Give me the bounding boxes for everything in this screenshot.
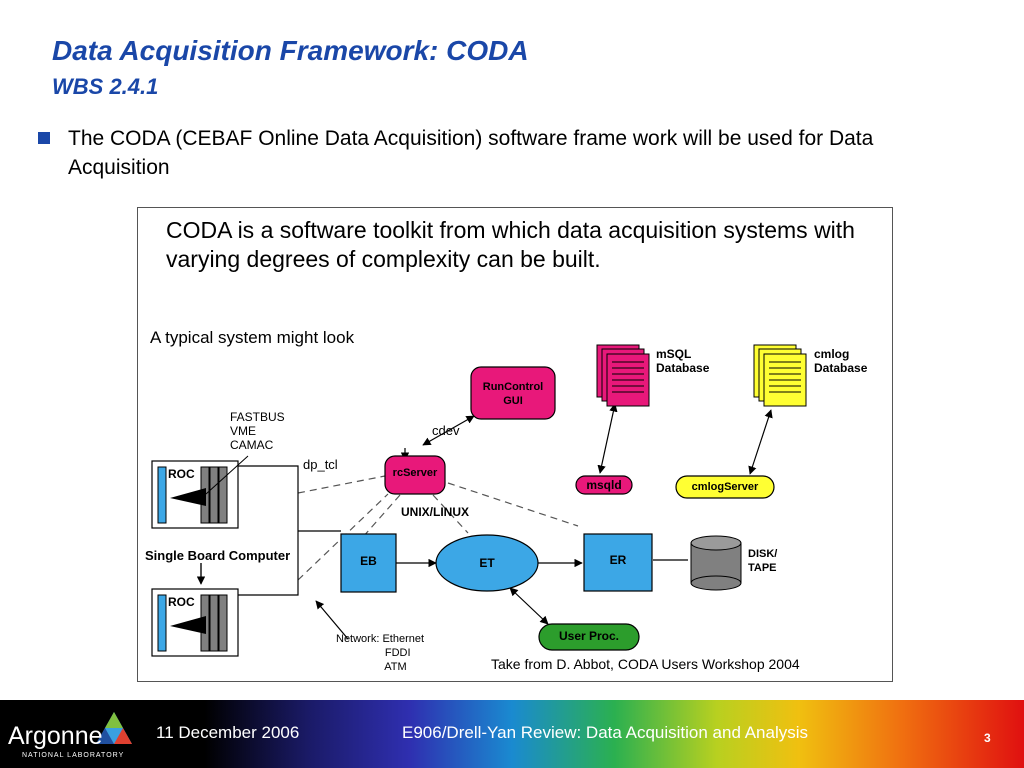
runcontrol-gui-box (470, 366, 556, 420)
diagram-headline: CODA is a software toolkit from which da… (166, 217, 855, 272)
dashed-line-rcserver-eb (361, 494, 401, 539)
typical-system-label: A typical system might look (150, 328, 355, 347)
footer-title: E906/Drell-Yan Review: Data Acquisition … (402, 723, 809, 742)
rcserver-box (384, 455, 446, 495)
bullet-text: The CODA (CEBAF Online Data Acquisition)… (68, 127, 874, 179)
eb-label: EB (360, 554, 377, 568)
cmlogserver-label: cmlogServer (691, 481, 759, 493)
arrow-et-userproc (509, 587, 549, 625)
arrow-network-label (315, 600, 349, 640)
userproc-pill (538, 623, 640, 651)
dashed-line-roc1-rcserver (297, 475, 386, 494)
bullet-square-icon (38, 132, 50, 144)
argonne-logo-text: Argonne (8, 722, 103, 750)
single-board-computer-label: Single Board Computer (145, 548, 291, 563)
argonne-triangle-logo-icon (96, 712, 132, 744)
roc2-label: ROC (168, 595, 195, 609)
slide-title: Data Acquisition Framework: CODA (52, 35, 529, 66)
bus-types-label: FASTBUS VME CAMAC (230, 410, 285, 452)
roc1-label: ROC (168, 467, 195, 481)
er-box (583, 533, 653, 592)
disk-cylinder (690, 535, 742, 591)
et-ellipse (435, 534, 539, 592)
page-number: 3 (984, 731, 991, 745)
network-backbone-line (238, 465, 299, 596)
diagram-graphics (151, 344, 807, 657)
rcserver-label: rcServer (392, 467, 438, 479)
arrow-cmlog-cmlogserver (748, 409, 773, 475)
userproc-label: User Proc. (558, 629, 620, 643)
coda-diagram: CODA is a software toolkit from which da… (137, 207, 893, 682)
arrow-msql-msqld (597, 403, 618, 474)
et-label: ET (479, 556, 495, 570)
msql-database-stack (596, 344, 650, 407)
cmlog-database-label: cmlog Database (814, 347, 868, 375)
footer-date: 11 December 2006 (156, 723, 300, 742)
msql-database-label: mSQL Database (656, 347, 710, 375)
slide-subtitle: WBS 2.4.1 (52, 74, 159, 99)
dp-tcl-label: dp_tcl (303, 457, 338, 472)
cmlog-database-stack (753, 344, 807, 407)
cdev-label: cdev (432, 423, 460, 438)
roc2-crate (151, 588, 239, 657)
arrow-rcserver-runcontrol (422, 415, 475, 446)
diagram-credit: Take from D. Abbot, CODA Users Workshop … (491, 656, 800, 672)
runcontrol-gui-label: RunControl GUI (482, 381, 544, 407)
footer-bar: Argonne NATIONAL LABORATORY 11 December … (0, 700, 1024, 768)
cmlogserver-pill (675, 475, 775, 499)
dashed-line-rcserver-er (447, 482, 579, 527)
network-label: Network: Ethernet FDDI ATM (336, 633, 425, 673)
unix-linux-label: UNIX/LINUX (401, 505, 470, 519)
eb-box (340, 533, 397, 593)
msqld-pill (575, 475, 633, 495)
argonne-logo-subtext: NATIONAL LABORATORY (22, 752, 125, 759)
dashed-line-rcserver-et (432, 494, 469, 534)
msqld-label: msqld (586, 478, 622, 492)
er-label: ER (609, 553, 627, 567)
disk-tape-label: DISK/ TAPE (748, 548, 778, 574)
roc1-crate (151, 455, 249, 529)
